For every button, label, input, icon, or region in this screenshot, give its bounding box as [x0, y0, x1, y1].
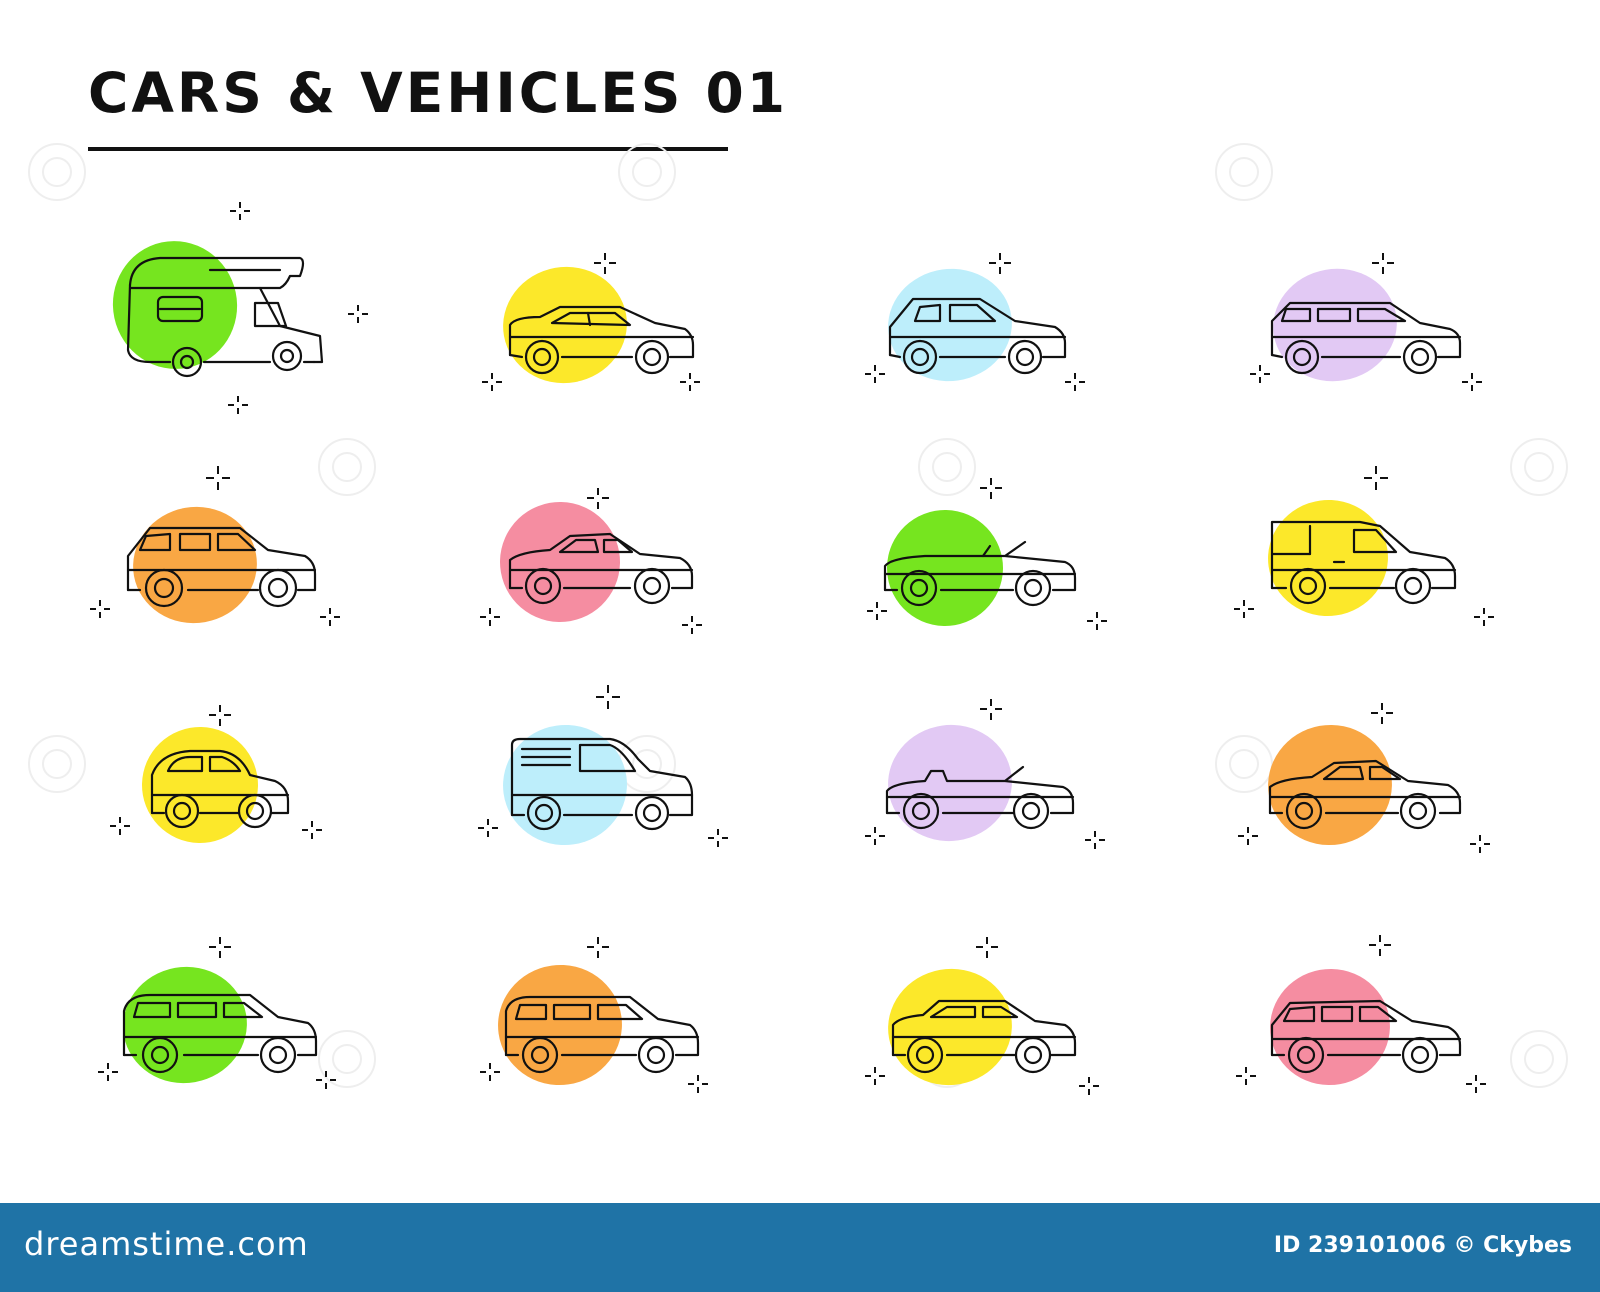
suv-icon: [1270, 999, 1462, 1074]
sparkle-icon: [1234, 466, 1494, 626]
sparkle-icon: [1250, 253, 1482, 391]
sparkle-icon: [1236, 935, 1486, 1093]
sparkle-icon: [478, 685, 728, 847]
icon-cell-7: [865, 470, 1125, 670]
sparkle-icon: [482, 253, 700, 391]
icon-cell-12: [1238, 703, 1510, 905]
footer-bar: dreamstime.com ID 239101006 © Ckybes: [0, 1203, 1600, 1292]
watermark-swirl-icon: [1215, 143, 1273, 201]
sparkle-icon: [865, 699, 1105, 849]
sparkle-icon: [480, 937, 708, 1093]
icon-cell-6: [480, 470, 740, 670]
image-credit: ID 239101006 © Ckybes: [1273, 1233, 1572, 1258]
icon-cell-13: [90, 937, 350, 1145]
page-title: CARS & VEHICLES 01: [88, 61, 789, 125]
watermark-swirl-icon: [318, 1030, 376, 1088]
sparkle-icon: [480, 488, 702, 634]
sparkle-icon: [867, 478, 1107, 630]
icon-cell-10: [478, 685, 740, 905]
title-underline: [88, 147, 728, 151]
sparkle-icon: [865, 937, 1099, 1095]
icon-cell-4: [1250, 245, 1510, 445]
watermark-swirl-icon: [1510, 438, 1568, 496]
icon-cell-3: [865, 245, 1125, 445]
hatchback-car-icon: [508, 305, 695, 375]
watermark-swirl-icon: [1510, 1030, 1568, 1088]
color-blob: [498, 964, 622, 1086]
color-blob: [112, 241, 238, 369]
watermark-swirl-icon: [318, 438, 376, 496]
convertible-car-icon: [885, 765, 1075, 830]
icon-cell-11: [865, 699, 1125, 905]
panel-van-icon: [510, 737, 694, 831]
icon-cell-5: [90, 466, 350, 670]
icon-cell-9: [90, 705, 350, 905]
color-blob: [1270, 968, 1390, 1086]
color-blob: [133, 506, 257, 624]
coupe-car-icon: [1268, 759, 1462, 830]
delivery-van-icon: [1270, 520, 1457, 605]
icon-cell-1: [90, 190, 368, 414]
coupe-car-icon: [508, 532, 694, 605]
sparkle-icon: [228, 202, 368, 414]
color-blob: [503, 724, 627, 846]
watermark-swirl-icon: [618, 143, 676, 201]
hatchback-car-icon: [891, 999, 1077, 1074]
color-blob: [888, 268, 1012, 382]
watermark-swirl-icon: [28, 735, 86, 793]
icon-cell-14: [480, 937, 740, 1145]
icon-cell-2: [480, 245, 740, 445]
icon-cell-8: [1234, 466, 1510, 670]
sparkle-icon: [90, 466, 340, 626]
sparkle-icon: [98, 937, 336, 1089]
compact-car-icon: [150, 749, 290, 829]
minivan-icon: [122, 993, 318, 1074]
color-blob: [1273, 268, 1397, 382]
camper-van-icon: [126, 256, 324, 378]
color-blob: [123, 966, 247, 1084]
icon-cell-16: [1236, 935, 1510, 1145]
icon-cell-15: [865, 937, 1125, 1145]
sparkle-icon: [1238, 703, 1490, 853]
sparkle-icon: [865, 253, 1085, 391]
convertible-car-icon: [883, 540, 1077, 607]
watermark-swirl-icon: [1215, 735, 1273, 793]
suv-icon: [126, 526, 317, 608]
hatchback-car-icon: [888, 297, 1067, 375]
color-blob: [500, 502, 620, 622]
watermark-swirl-icon: [28, 143, 86, 201]
station-wagon-icon: [504, 995, 700, 1074]
color-blob: [1268, 499, 1388, 617]
sparkle-icon: [110, 705, 322, 839]
station-wagon-icon: [1270, 301, 1462, 375]
watermark-swirl-icon: [918, 438, 976, 496]
color-blob: [1268, 724, 1392, 846]
color-blob: [887, 510, 1003, 626]
color-blob: [888, 968, 1012, 1086]
brand-logo[interactable]: dreamstime.com: [24, 1225, 309, 1263]
